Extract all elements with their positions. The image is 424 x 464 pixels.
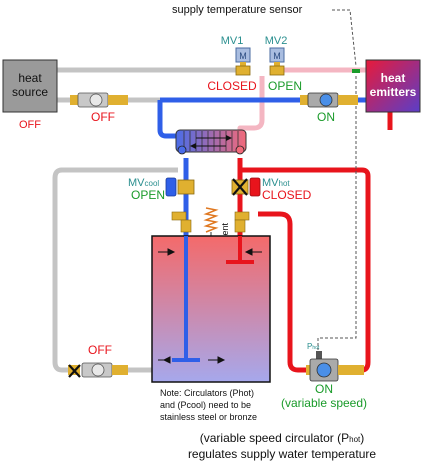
heat-exchanger: [175, 129, 247, 155]
heat-emitters-label-2: emitters: [370, 85, 417, 99]
storage-tank: [151, 235, 271, 383]
note-line-2: and (Pcool) need to be: [160, 400, 251, 410]
vent-icon: [203, 207, 219, 236]
mvhot-label: MVhot: [262, 177, 290, 189]
footer-line-2: regulates supply water temperature: [188, 447, 376, 461]
emitter-circulator-state: ON: [317, 110, 335, 124]
sensor-label: supply temperature sensor: [172, 4, 303, 16]
emitter-circulator-icon: [300, 92, 358, 108]
tank-fittings: [171, 211, 250, 233]
heat-source-label-1: heat: [18, 71, 42, 85]
heat-source-state: OFF: [19, 119, 41, 131]
mv1-label: MV1: [221, 35, 244, 47]
hot-circulator-label: Phot: [307, 342, 320, 351]
hot-circulator-state: ON: [315, 382, 333, 396]
cool-circulator-state: OFF: [88, 343, 112, 357]
mvhot-valve-icon: [231, 177, 261, 197]
mv1-state: CLOSED: [207, 79, 257, 93]
note-line-1: Note: Circulators (Phot): [160, 388, 254, 398]
sensor-signal-line: [317, 9, 357, 350]
footer-line-1: (variable speed circulator (Phot): [200, 431, 365, 445]
vent-label: vent: [220, 222, 230, 240]
heat-emitters-label-1: heat: [381, 71, 406, 85]
hot-circulator-icon: [306, 351, 364, 382]
mvhot-state: CLOSED: [262, 188, 312, 202]
mv1-valve-icon: M: [235, 47, 251, 76]
heat-source: heat source: [2, 59, 58, 113]
sensor-icon: [352, 69, 360, 73]
mvcool-state: OPEN: [131, 188, 165, 202]
svg-text:M: M: [273, 51, 281, 61]
note-line-3: stainless steel or bronze: [160, 412, 257, 422]
source-circulator-icon: [70, 92, 128, 108]
heat-source-label-2: source: [12, 85, 48, 99]
source-circulator-state: OFF: [91, 110, 115, 124]
cool-circulator-icon: [68, 362, 128, 378]
mv2-valve-icon: M: [269, 47, 285, 76]
mv2-label: MV2: [265, 35, 288, 47]
mvcool-label: MVcool: [128, 177, 159, 189]
hot-circulator-note: (variable speed): [281, 396, 367, 410]
mv2-state: OPEN: [268, 79, 302, 93]
mvcool-valve-icon: [165, 177, 195, 197]
heat-emitters: heat emitters: [365, 59, 421, 113]
svg-text:M: M: [239, 51, 247, 61]
